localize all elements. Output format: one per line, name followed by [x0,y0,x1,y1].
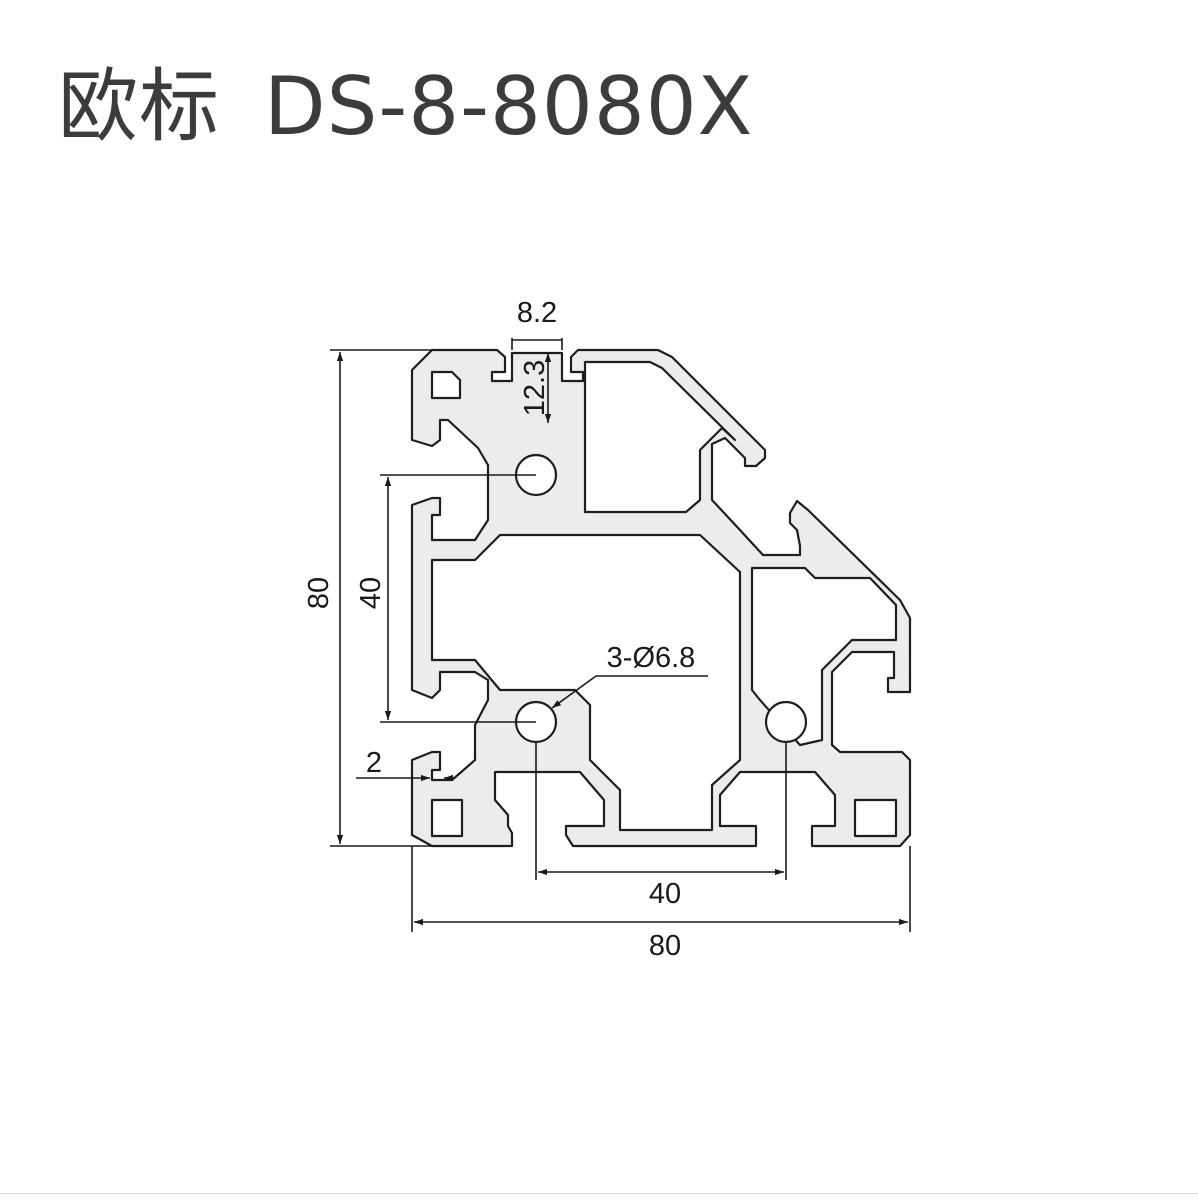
dim-wall-thickness: 2 [366,747,382,779]
title-standard: 欧标 [58,60,220,153]
dim-hole-spacing-vertical: 40 [355,577,387,609]
profile-section [410,348,912,848]
dimension-lines [330,338,911,932]
page-title: 欧标 DS-8-8080X [58,62,753,152]
title-model: DS-8-8080X [264,60,754,153]
dim-slot-depth: 12.3 [519,360,551,416]
dim-slot-width: 8.2 [517,297,557,329]
dim-hole-spacing-horizontal: 40 [649,878,681,910]
hole-bottom-right [764,700,808,744]
dim-hole-callout: 3-Ø6.8 [607,642,696,674]
bottom-divider [0,1193,1198,1194]
dim-overall-height: 80 [303,577,335,609]
dim-overall-width: 80 [649,930,681,962]
